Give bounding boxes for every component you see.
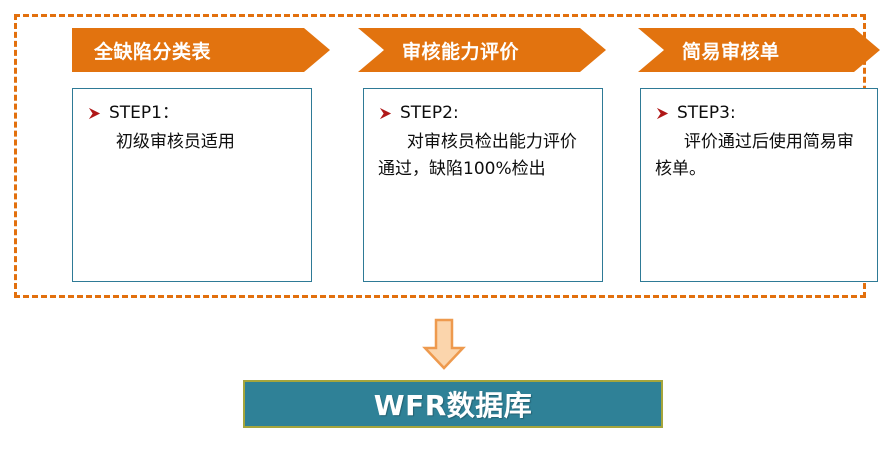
wfr-database-label: WFR数据库 [373,389,533,422]
step-box-3[interactable]: STEP3: 评价通过后使用简易审核单。 [640,88,878,282]
step-title-1: STEP1： [109,103,179,123]
down-arrow-icon [418,318,470,370]
arrow-bullet-icon [87,106,102,121]
arrow-bullet-icon [378,106,393,121]
step-banner-2[interactable]: 审核能力评价 [358,28,606,72]
step-text-1: 初级审核员适用 [115,132,235,153]
step-heading-2: STEP2: [378,103,592,123]
step-heading-3: STEP3: [655,103,867,123]
step-box-2[interactable]: STEP2: 对审核员检出能力评价通过，缺陷100%检出 [363,88,603,282]
step-text-3: 评价通过后使用简易审核单。 [655,132,854,179]
wfr-database-bar[interactable]: WFR数据库 [243,380,663,428]
step-text-2: 对审核员检出能力评价通过，缺陷100%检出 [378,132,577,179]
step-box-1[interactable]: STEP1： 初级审核员适用 [72,88,312,282]
step-banner-label-1: 全缺陷分类表 [94,40,212,63]
step-banner-3[interactable]: 简易审核单 [638,28,880,72]
step-title-2: STEP2: [400,103,459,123]
step-title-3: STEP3: [677,103,736,123]
step-banner-label-3: 简易审核单 [682,40,780,63]
step-banner-1[interactable]: 全缺陷分类表 [72,28,330,72]
step-heading-1: STEP1： [87,103,301,123]
step-banner-label-2: 审核能力评价 [402,40,520,63]
arrow-bullet-icon [655,106,670,121]
